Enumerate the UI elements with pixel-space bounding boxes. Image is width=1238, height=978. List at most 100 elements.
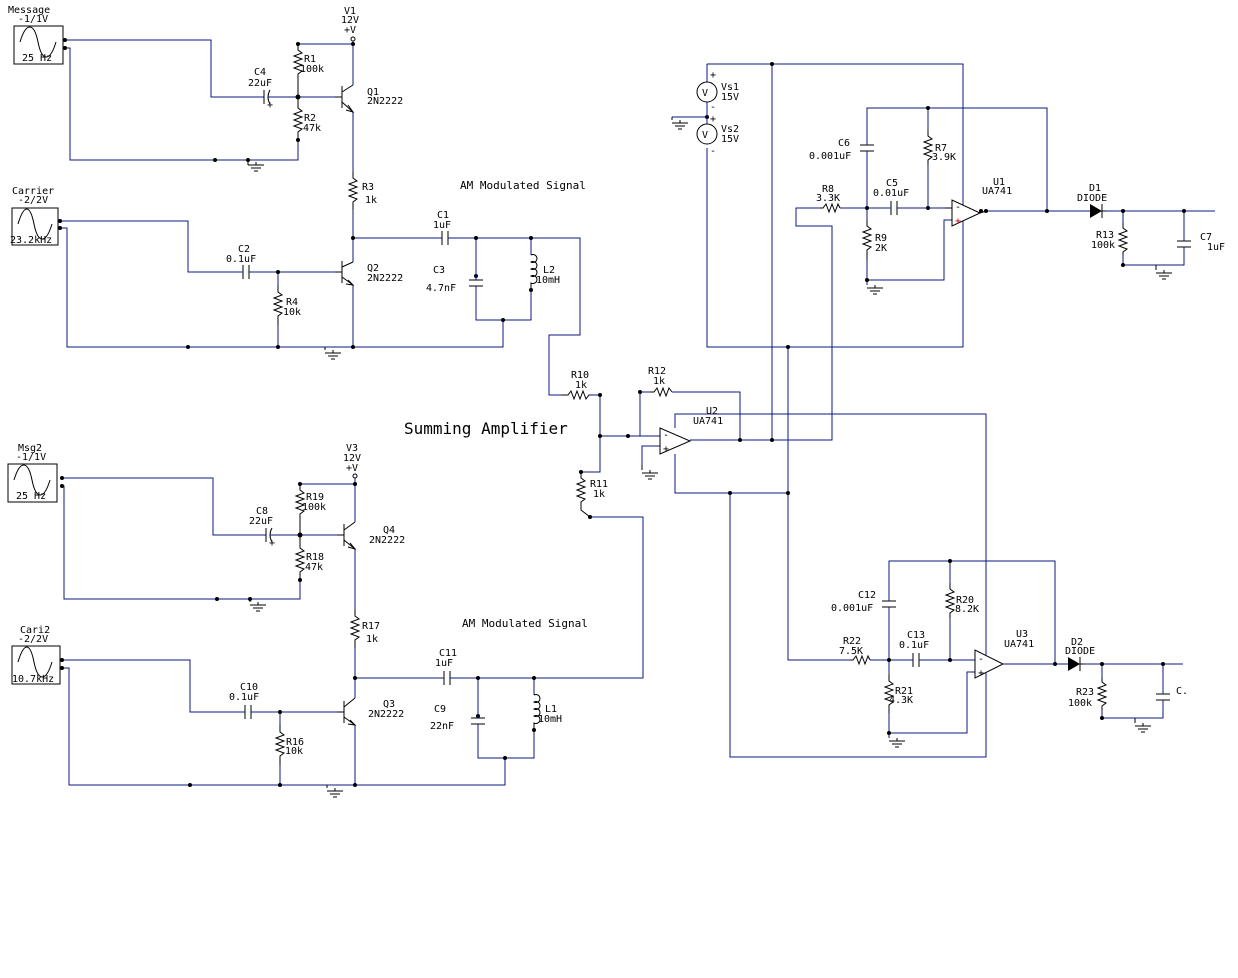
resistor-r10 [562,389,590,401]
source-message: Message -1/1V 25 Hz [8,5,64,65]
resistor-r7 [922,130,934,165]
ground-symbols [247,117,1173,798]
sine-wave-icon [13,464,51,496]
capacitor-c3 [469,270,483,290]
sine-wave-icon [19,26,57,58]
svg-text:22uF: 22uF [248,78,272,89]
ground-icon [324,347,342,360]
svg-text:Q3: Q3 [383,699,395,710]
inductors [529,254,541,730]
svg-text:R4: R4 [286,297,298,308]
svg-text:-2/2V: -2/2V [18,634,48,645]
ground-icon [641,465,659,480]
wires-detector-1 [672,63,1215,285]
opamp-u1-icon: -+ [945,199,987,227]
svg-text:Msg2: Msg2 [18,443,42,454]
opamp-u3-icon: -+ [974,649,1005,679]
svg-text:R22: R22 [843,636,861,647]
svg-text:100k: 100k [300,64,324,75]
capacitor-c4: + [255,89,273,111]
svg-text:C1: C1 [437,210,449,221]
ground-icon [249,599,267,612]
svg-text:R23: R23 [1076,687,1094,698]
capacitor-c-out2 [1156,690,1170,705]
svg-text:-: - [978,654,984,665]
svg-text:2K: 2K [875,243,887,254]
resistor-r18 [294,535,306,580]
op-amps: -+ -+ -+ [659,199,1005,679]
svg-text:Q4: Q4 [383,525,395,536]
svg-text:8.2K: 8.2K [955,604,979,615]
resistor-r23 [1096,677,1108,710]
junction-dots [58,38,1186,787]
capacitor-c8: + [257,527,275,549]
inductor-l2 [529,254,538,290]
svg-text:10mH: 10mH [538,714,562,725]
svg-text:R17: R17 [362,621,380,632]
svg-text:100k: 100k [1091,240,1115,251]
svg-text:U1: U1 [993,177,1005,188]
transistor-q4 [337,521,357,550]
svg-text:Q1: Q1 [367,87,379,98]
resistor-r3 [347,172,359,210]
resistor-r21 [883,675,895,713]
svg-text:AM Modulated Signal: AM Modulated Signal [462,617,588,630]
wires-summing-amplifier [581,63,987,758]
resistor-r13 [1117,223,1129,255]
svg-text:100k: 100k [1068,698,1092,709]
svg-text:Vs1: Vs1 [721,82,739,93]
ground-icon [866,284,884,295]
voltmeter-icon: V [702,130,708,141]
ground-icon [326,785,344,798]
svg-text:C4: C4 [254,67,266,78]
svg-text:V1: V1 [344,6,356,17]
svg-text:Q2: Q2 [367,263,379,274]
svg-text:L1: L1 [545,704,557,715]
resistor-r4 [272,285,284,325]
svg-text:UA741: UA741 [1004,639,1034,650]
capacitor-c5 [886,201,902,215]
svg-text:3.3K: 3.3K [816,193,840,204]
capacitor-c2 [237,265,255,279]
svg-text:+V: +V [344,25,356,36]
svg-text:47k: 47k [305,562,323,573]
svg-text:R13: R13 [1096,230,1114,241]
svg-text:C5: C5 [886,178,898,189]
supply-v1: V1 12V +V [341,6,359,42]
svg-text:R16: R16 [286,737,304,748]
svg-text:-1/1V: -1/1V [18,14,48,25]
ground-icon [888,737,906,748]
svg-text:U2: U2 [706,406,718,417]
resistors [272,44,1129,765]
resistor-r17 [349,610,361,648]
svg-text:-: - [710,102,716,113]
svg-text:C8: C8 [256,506,268,517]
diodes [1068,204,1106,671]
svg-text:+: + [955,216,961,227]
source-cari2: Cari2 -2/2V 10.7kHz [11,625,61,685]
sine-wave-icon [17,208,53,240]
svg-text:C7: C7 [1200,232,1212,243]
svg-text:1uF: 1uF [1207,242,1225,253]
svg-text:1uF: 1uF [433,220,451,231]
svg-text:R18: R18 [306,552,324,563]
svg-text:-1/1V: -1/1V [16,452,46,463]
resistor-r8 [820,202,841,214]
svg-text:C10: C10 [240,682,258,693]
svg-text:7.5K: 7.5K [839,646,863,657]
svg-text:100k: 100k [302,502,326,513]
svg-text:10k: 10k [283,307,301,318]
svg-text:1uF: 1uF [435,658,453,669]
svg-text:C.: C. [1176,686,1188,697]
svg-text:Vs2: Vs2 [721,124,739,135]
svg-text:R20: R20 [956,595,974,606]
svg-text:2N2222: 2N2222 [368,709,404,720]
svg-text:-: - [710,146,716,157]
svg-text:4.3K: 4.3K [889,695,913,706]
diode-d1-icon [1090,204,1106,218]
resistor-r16 [274,725,286,765]
svg-text:V3: V3 [346,443,358,454]
svg-text:R10: R10 [571,370,589,381]
svg-text:12V: 12V [341,15,359,26]
resistor-r22 [850,654,871,666]
